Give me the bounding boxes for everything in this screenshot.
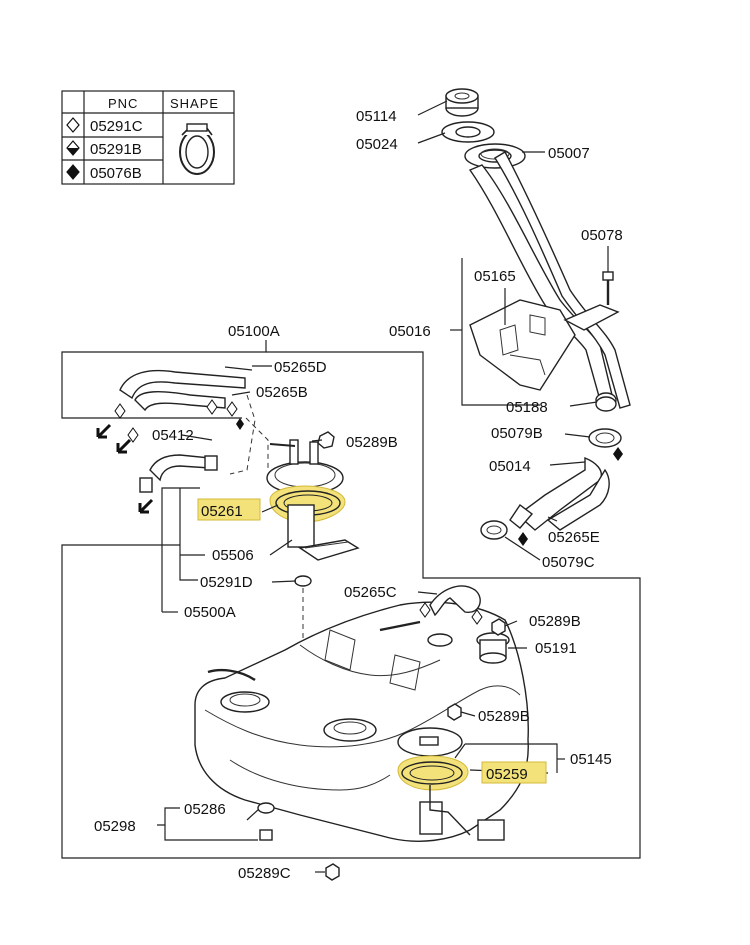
label-05291D: 05291D <box>200 574 253 591</box>
label-05506: 05506 <box>212 547 254 564</box>
label-05259: 05259 <box>486 766 528 783</box>
label-05079C: 05079C <box>542 554 595 571</box>
legend-header-pnc: PNC <box>108 96 138 111</box>
label-05079B: 05079B <box>491 425 543 442</box>
label-05265B: 05265B <box>256 384 308 401</box>
label-05289B-pump: 05289B <box>346 434 398 451</box>
diamond-outline-icon <box>66 117 80 133</box>
diamond-half-icon <box>127 427 139 443</box>
label-05016: 05016 <box>389 323 431 340</box>
label-05265D: 05265D <box>274 359 327 376</box>
part-labels: 05114 05024 05007 05078 05165 05016 0518… <box>94 108 623 882</box>
legend-table: PNC SHAPE 05291C 05291B 05076B <box>61 90 235 185</box>
highlight-05259-gasket <box>397 755 469 791</box>
label-05289B-tank: 05289B <box>478 708 530 725</box>
fuel-cap <box>445 88 479 117</box>
filler-flange <box>464 143 526 169</box>
diamond-half-icon <box>226 401 238 417</box>
label-05188: 05188 <box>506 399 548 416</box>
diamond-outline-icon <box>114 403 126 419</box>
label-05007: 05007 <box>548 145 590 162</box>
label-05100A: 05100A <box>228 323 280 340</box>
arrow-icon <box>116 438 132 454</box>
label-05289B-top: 05289B <box>529 613 581 630</box>
label-05165: 05165 <box>474 268 516 285</box>
legend-header-shape: SHAPE <box>170 96 219 111</box>
label-highlight-05261 <box>197 498 261 521</box>
hose-clamp-icon <box>179 123 215 175</box>
diamond-filled-icon <box>613 447 623 461</box>
label-05145: 05145 <box>570 751 612 768</box>
diamond-filled-icon <box>236 418 244 430</box>
fuel-pump-assembly <box>266 431 360 587</box>
label-05289C: 05289C <box>238 865 291 882</box>
diamond-filled-icon <box>66 164 80 180</box>
label-05078: 05078 <box>581 227 623 244</box>
fuel-sender-assembly <box>397 585 510 836</box>
legend-pnc-3: 05076B <box>90 165 142 182</box>
arrow-icon <box>96 423 112 439</box>
assembly-bracket-lines <box>61 340 641 859</box>
label-05265E: 05265E <box>548 529 600 546</box>
arrow-icon <box>138 498 154 514</box>
filler-gasket <box>441 121 495 143</box>
diamond-outline-icon <box>206 399 218 415</box>
filler-neck-assembly <box>441 88 631 546</box>
diamond-filled-icon <box>518 532 528 546</box>
label-05412: 05412 <box>152 427 194 444</box>
label-05500A: 05500A <box>184 604 236 621</box>
label-05261: 05261 <box>201 503 243 520</box>
legend-pnc-1: 05291C <box>90 118 143 135</box>
label-05014: 05014 <box>489 458 531 475</box>
label-05286: 05286 <box>184 801 226 818</box>
label-05191: 05191 <box>535 640 577 657</box>
label-05265C: 05265C <box>344 584 397 601</box>
legend-pnc-2: 05291B <box>90 141 142 158</box>
label-highlight-05259 <box>481 761 547 784</box>
leader-lines-filler <box>417 100 609 561</box>
label-05024: 05024 <box>356 136 398 153</box>
label-05114: 05114 <box>356 108 397 125</box>
upper-left-hoses <box>96 369 269 514</box>
diamond-outline-icon <box>419 602 431 618</box>
diamond-outline-icon <box>471 609 483 625</box>
label-05298: 05298 <box>94 818 136 835</box>
